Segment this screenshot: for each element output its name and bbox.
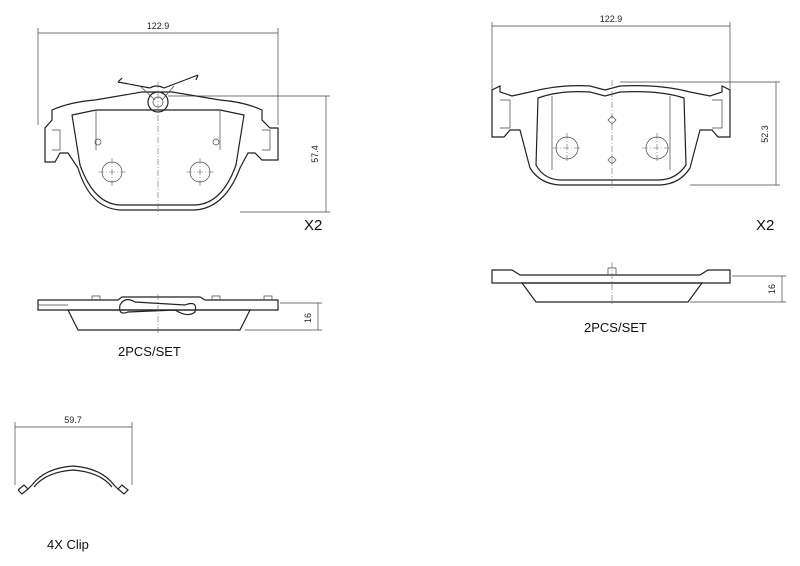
clip-width-dim: 59.7 (64, 415, 82, 425)
right-side-backing (491, 269, 731, 284)
left-side-spring (119, 299, 197, 316)
right-height-dim: 52.3 (760, 125, 770, 143)
right-tab-detail-l (500, 99, 511, 129)
left-side-friction (67, 309, 251, 331)
right-width-dim: 122.9 (600, 14, 623, 24)
left-wire-leg-l (139, 85, 156, 101)
right-thickness-dim: 16 (767, 284, 777, 294)
left-side-nub-2 (211, 295, 221, 300)
clip-outline (17, 465, 129, 495)
clip-label: 4X Clip (47, 537, 89, 552)
left-width-dim: 122.9 (147, 21, 170, 31)
left-side-nub-3 (263, 295, 273, 300)
left-quantity: X2 (304, 217, 322, 234)
right-pad-front-view: 122.9 52.3 (491, 14, 780, 188)
left-friction-pad (71, 109, 245, 206)
right-side-friction (520, 282, 704, 303)
clip-drawing: 59.7 (14, 415, 133, 495)
left-tab-detail-r (262, 129, 271, 151)
left-tab-detail-l (52, 129, 61, 151)
left-height-dim: 57.4 (310, 145, 320, 163)
left-set-label: 2PCS/SET (118, 344, 181, 359)
right-pad-side-view: 16 (491, 262, 786, 306)
right-friction-pad (535, 91, 687, 181)
left-mark-r (212, 138, 220, 146)
right-backing-plate (491, 85, 731, 186)
right-tab-detail-r (712, 99, 723, 129)
left-pad-front-view: 122.9 57.4 (37, 21, 330, 215)
right-mark-2 (607, 155, 617, 165)
left-mark-l (94, 138, 102, 146)
left-pad-side-view: 16 (37, 294, 322, 334)
left-backing-plate (44, 91, 279, 211)
right-set-label: 2PCS/SET (584, 320, 647, 335)
left-side-nub-1 (91, 295, 101, 300)
left-spring-wire (117, 74, 199, 89)
left-thickness-dim: 16 (303, 313, 313, 323)
right-quantity: X2 (756, 217, 774, 234)
left-wire-leg-r (161, 85, 175, 101)
